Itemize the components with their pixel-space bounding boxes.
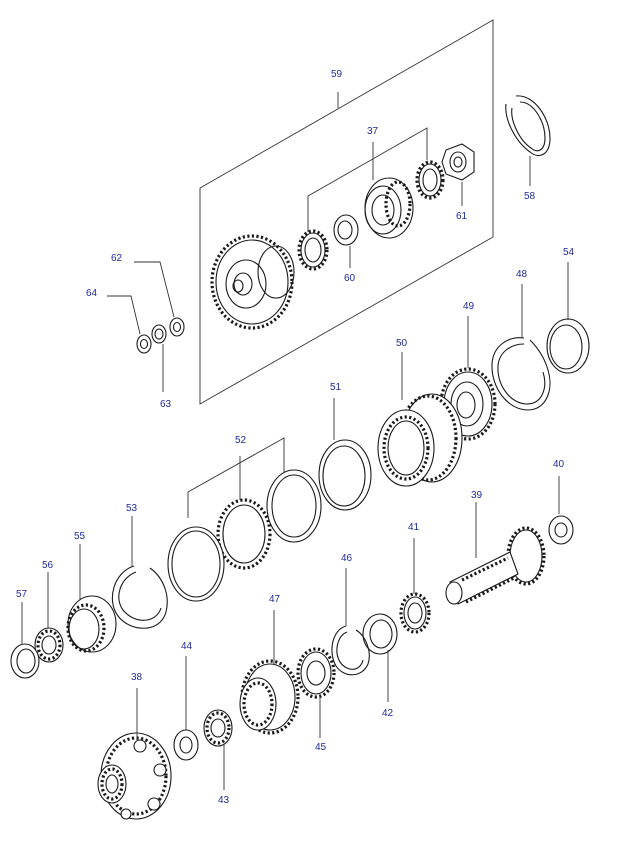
callout-58[interactable]: 58 [524, 191, 536, 202]
part-41-bearing[interactable] [399, 592, 431, 634]
part-46-snap-ring[interactable] [331, 625, 370, 676]
callout-52[interactable]: 52 [235, 435, 247, 446]
callout-63[interactable]: 63 [160, 399, 172, 410]
callout-43[interactable]: 43 [218, 795, 230, 806]
part-48-snap-ring[interactable] [491, 337, 551, 411]
leader-37 [307, 127, 428, 232]
large-gear[interactable] [210, 234, 295, 330]
part-55-drum[interactable] [66, 595, 117, 653]
part-62-washer[interactable] [169, 317, 185, 337]
callout-38[interactable]: 38 [131, 672, 143, 683]
part-42-ring[interactable] [362, 613, 398, 655]
callout-40[interactable]: 40 [553, 459, 565, 470]
leader-52 [187, 437, 285, 518]
assembly-59-frame [199, 19, 494, 405]
callout-62[interactable]: 62 [111, 253, 123, 264]
callout-47[interactable]: 47 [269, 594, 281, 605]
part-50-sleeve[interactable] [377, 393, 463, 487]
callout-49[interactable]: 49 [463, 301, 475, 312]
part-39-shaft[interactable] [445, 526, 546, 605]
callout-59[interactable]: 59 [331, 69, 343, 80]
part-43-bearing[interactable] [203, 709, 233, 747]
callout-46[interactable]: 46 [341, 553, 353, 564]
part-60-ring[interactable] [333, 214, 359, 246]
callout-51[interactable]: 51 [330, 382, 342, 393]
leader-64 [107, 295, 141, 335]
callout-60[interactable]: 60 [344, 273, 356, 284]
part-44-washer[interactable] [173, 729, 199, 761]
part-47-gear[interactable] [239, 659, 300, 735]
part-56-bearing[interactable] [34, 627, 64, 663]
part-53-snap-ring[interactable] [111, 565, 168, 629]
part-61-nut[interactable] [441, 143, 475, 181]
part-54-ring[interactable] [546, 318, 590, 374]
synchro-ring-right[interactable] [415, 160, 445, 200]
part-37-hub[interactable] [364, 177, 414, 239]
callout-50[interactable]: 50 [396, 338, 408, 349]
part-45-disc[interactable] [296, 647, 336, 699]
part-52-plate[interactable] [167, 526, 225, 602]
callout-55[interactable]: 55 [74, 531, 86, 542]
callout-64[interactable]: 64 [86, 288, 98, 299]
part-58-snap-ring[interactable] [505, 95, 551, 156]
part-63-ring[interactable] [151, 324, 167, 344]
part-38-planet-carrier[interactable] [97, 732, 172, 820]
leader-62 [134, 261, 175, 318]
part-52-clutch-ring[interactable] [266, 469, 322, 543]
callout-41[interactable]: 41 [408, 522, 420, 533]
synchro-ring-left[interactable] [297, 229, 329, 271]
part-57-washer[interactable] [10, 643, 40, 679]
part-40-washer[interactable] [548, 515, 574, 545]
callout-56[interactable]: 56 [42, 560, 54, 571]
callout-37[interactable]: 37 [367, 126, 379, 137]
callout-53[interactable]: 53 [126, 503, 138, 514]
callout-44[interactable]: 44 [181, 641, 193, 652]
part-52-friction-disc[interactable] [216, 498, 272, 570]
part-64-washer[interactable] [136, 334, 152, 354]
callout-61[interactable]: 61 [456, 211, 468, 222]
callout-45[interactable]: 45 [315, 742, 327, 753]
callout-42[interactable]: 42 [382, 708, 394, 719]
callout-39[interactable]: 39 [471, 490, 483, 501]
callout-48[interactable]: 48 [516, 269, 528, 280]
callout-54[interactable]: 54 [563, 247, 575, 258]
callout-57[interactable]: 57 [16, 589, 28, 600]
part-51-ring[interactable] [318, 439, 372, 511]
